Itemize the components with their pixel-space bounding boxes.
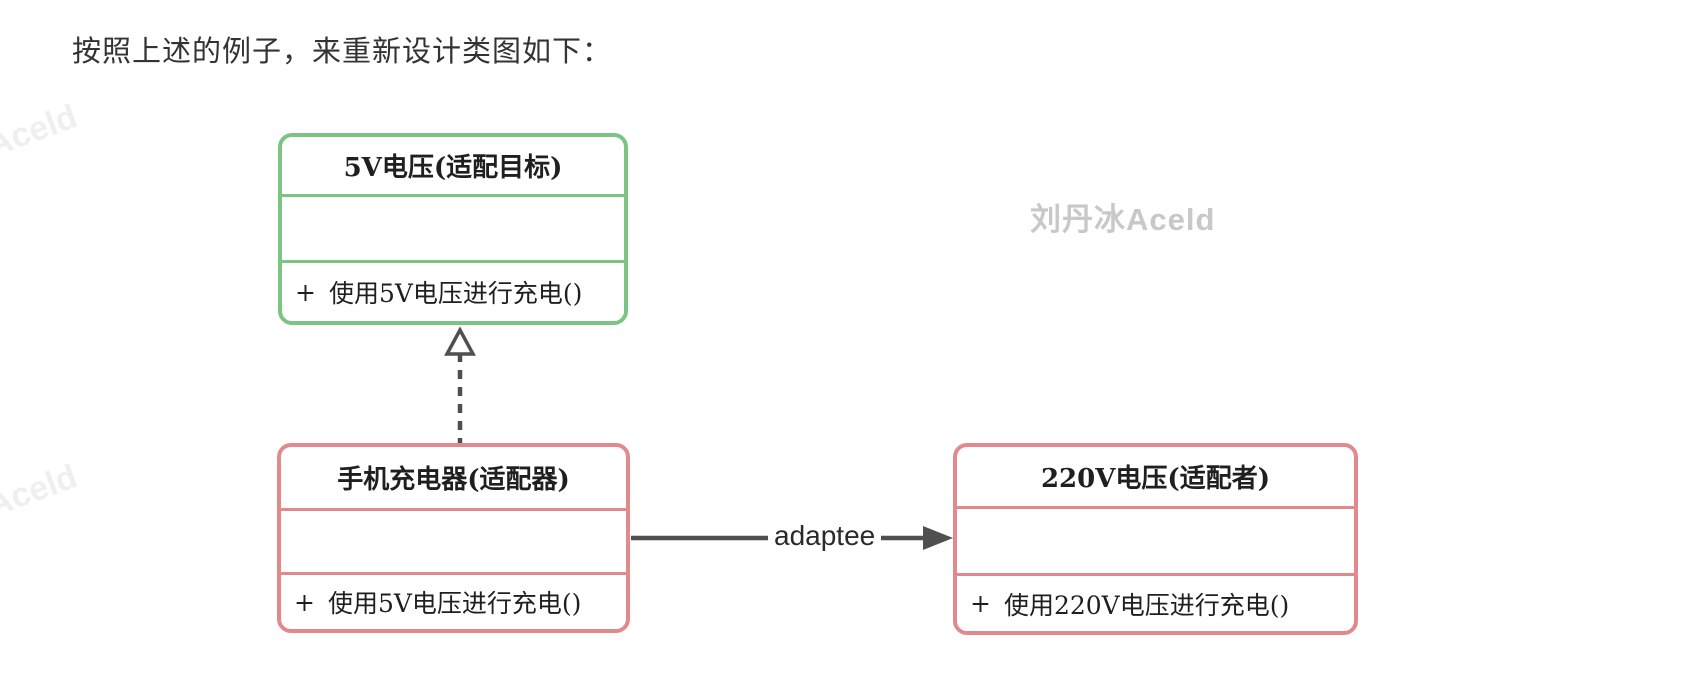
side-watermark-bottom: Aceld [0, 457, 83, 525]
method-visibility: + [295, 277, 316, 307]
side-watermark-top: Aceld [0, 97, 83, 165]
page-title: 按照上述的例子，来重新设计类图如下： [72, 36, 613, 68]
method-visibility: + [294, 587, 315, 617]
method-signature: 使用220V电压进行充电() [1003, 590, 1290, 620]
class-methods-section: + 使用5V电压进行充电() [282, 260, 624, 321]
class-methods-section: + 使用5V电压进行充电() [281, 572, 626, 629]
filled-arrowhead-icon [923, 526, 953, 550]
class-title: 手机充电器(适配器) [337, 465, 570, 495]
method-signature: 使用5V电压进行充电() [328, 279, 583, 308]
association-label: adaptee [768, 520, 882, 552]
method-signature: 使用5V电压进行充电() [327, 589, 582, 618]
realization-arrow-dashed [444, 326, 476, 444]
class-attributes-section [957, 506, 1354, 573]
class-box-adapter: 手机充电器(适配器) + 使用5V电压进行充电() [277, 443, 630, 633]
class-title: 5V电压(适配目标) [343, 153, 563, 183]
class-methods-section: + 使用220V电压进行充电() [957, 573, 1354, 631]
hollow-triangle-arrowhead-icon [444, 326, 476, 356]
class-title: 220V电压(适配者) [1040, 464, 1271, 494]
class-box-adaptee: 220V电压(适配者) + 使用220V电压进行充电() [953, 443, 1358, 635]
author-watermark: 刘丹冰Aceld [1030, 202, 1216, 237]
class-attributes-section [281, 508, 626, 572]
class-box-target: 5V电压(适配目标) + 使用5V电压进行充电() [278, 133, 628, 325]
method-visibility: + [970, 589, 991, 618]
class-attributes-section [282, 194, 624, 260]
